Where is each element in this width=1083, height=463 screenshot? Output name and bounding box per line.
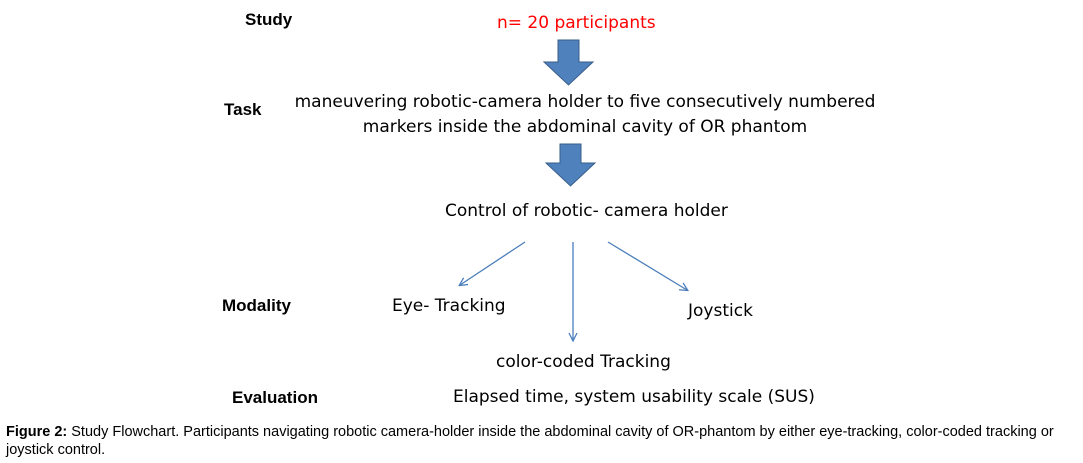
- task-line: markers inside the abdominal cavity of O…: [362, 117, 808, 137]
- participants-count: n= 20 participants: [497, 13, 656, 33]
- down-block-arrow-1: [542, 39, 595, 86]
- caption-label: Figure 2:: [6, 424, 68, 440]
- control-node: Control of robotic- camera holder: [445, 201, 728, 221]
- evaluation-metrics: Elapsed time, system usability scale (SU…: [453, 387, 815, 407]
- task-description: maneuvering robotic-camera holder to fiv…: [270, 90, 900, 140]
- caption-text: Study Flowchart. Participants navigating…: [6, 424, 1054, 458]
- task-line: maneuvering robotic-camera holder to fiv…: [294, 92, 876, 112]
- stage-label-study: Study: [245, 10, 293, 29]
- arrow-to-joystick: [607, 241, 687, 290]
- modality-color-coded: color-coded Tracking: [496, 352, 671, 372]
- modality-eye-tracking: Eye- Tracking: [392, 296, 506, 316]
- stage-label-task: Task: [224, 100, 262, 119]
- down-block-arrow-2: [544, 143, 597, 187]
- stage-label-evaluation: Evaluation: [232, 388, 318, 407]
- figure-caption: Figure 2: Study Flowchart. Participants …: [6, 423, 1074, 459]
- modality-joystick: Joystick: [688, 301, 753, 321]
- arrow-to-eye-tracking: [460, 241, 526, 285]
- stage-label-modality: Modality: [222, 296, 291, 315]
